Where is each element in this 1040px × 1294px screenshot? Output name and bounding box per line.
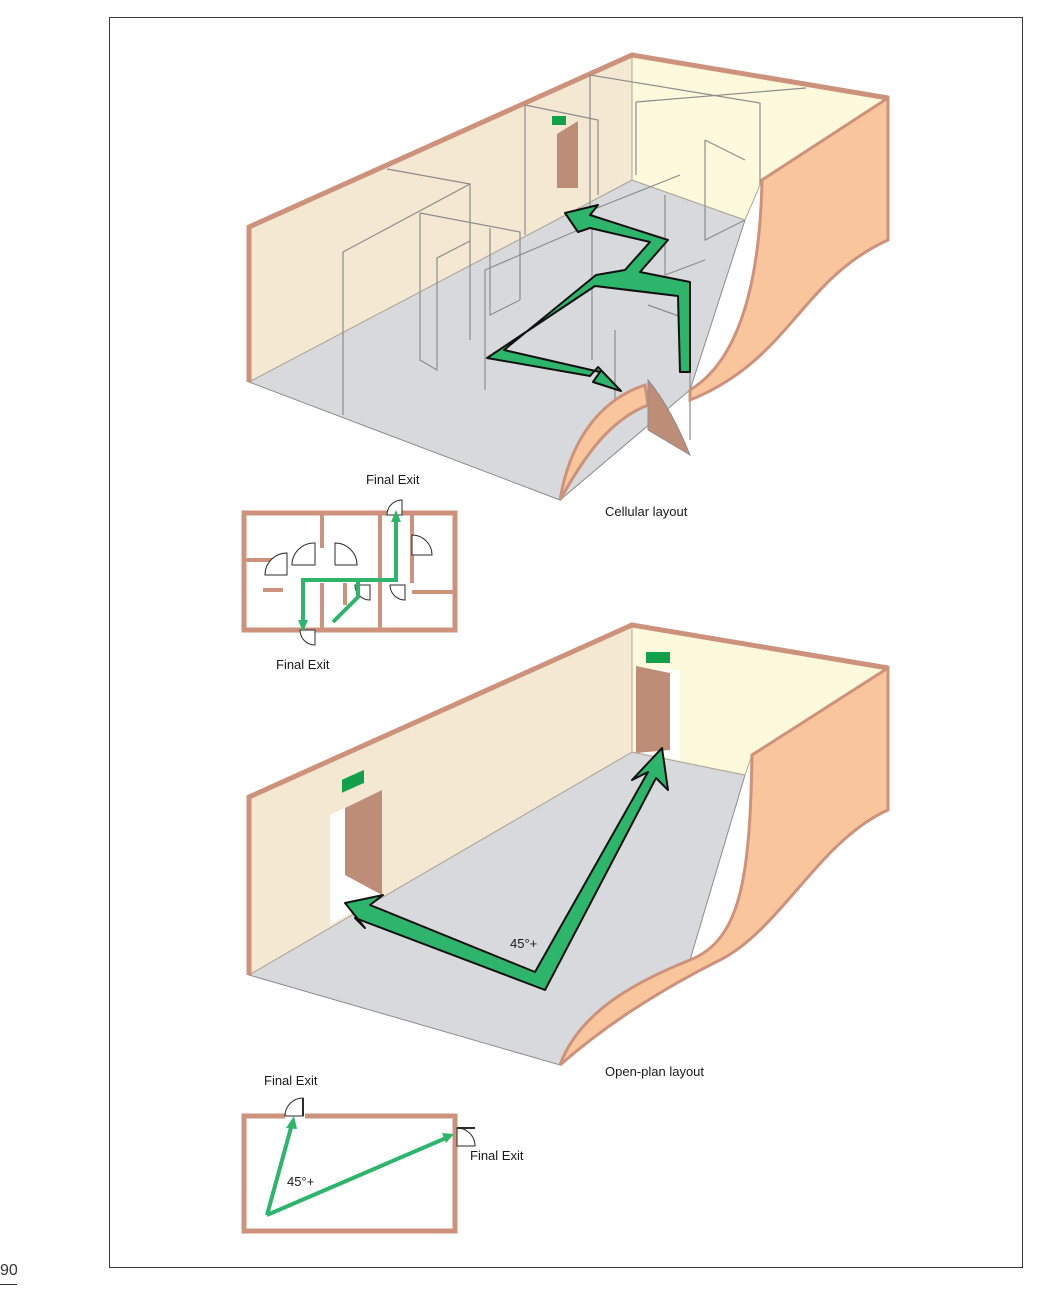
open-plan-exit-sign-left — [342, 769, 364, 793]
cellular-plan-route — [301, 578, 360, 625]
open-plan-door-back — [636, 666, 670, 753]
open-plan-plan-exit-right-label: Final Exit — [470, 1148, 524, 1163]
open-plan-exit-sign-back — [646, 652, 670, 663]
cellular-plan-exit-bottom-label: Final Exit — [276, 657, 330, 672]
open-plan-wall-top — [246, 622, 889, 975]
open-plan-angle-label: 45°+ — [510, 936, 537, 951]
cellular-3d-view — [246, 52, 890, 501]
cellular-front-left-wall — [558, 383, 650, 501]
open-plan-3d-view — [246, 622, 890, 1067]
open-plan-front-wall — [558, 665, 890, 1067]
open-plan-door-left — [345, 790, 382, 895]
cellular-wall-top — [246, 52, 889, 382]
cellular-exit-sign — [552, 116, 566, 125]
open-plan-plan-route-a — [265, 1123, 294, 1216]
open-plan-plan-exit-left-label: Final Exit — [264, 1073, 318, 1088]
open-plan-plan-route-b — [266, 1136, 447, 1217]
cellular-plan-exit-top-label: Final Exit — [366, 472, 420, 487]
cellular-door-back — [557, 121, 578, 188]
open-plan-escape-arrow — [344, 747, 669, 991]
page-number: 90 — [0, 1262, 18, 1279]
cellular-plan — [241, 499, 458, 646]
page-number-rule — [0, 1284, 17, 1285]
open-plan-caption: Open-plan layout — [605, 1064, 704, 1079]
figure-frame — [109, 17, 1023, 1268]
open-plan-plan — [241, 1097, 476, 1234]
cellular-front-right-wall — [688, 95, 890, 403]
cellular-final-exit-door — [647, 378, 692, 457]
cellular-escape-arrow — [486, 204, 691, 392]
cellular-caption: Cellular layout — [605, 504, 688, 519]
open-plan-plan-angle-label: 45°+ — [287, 1174, 314, 1189]
